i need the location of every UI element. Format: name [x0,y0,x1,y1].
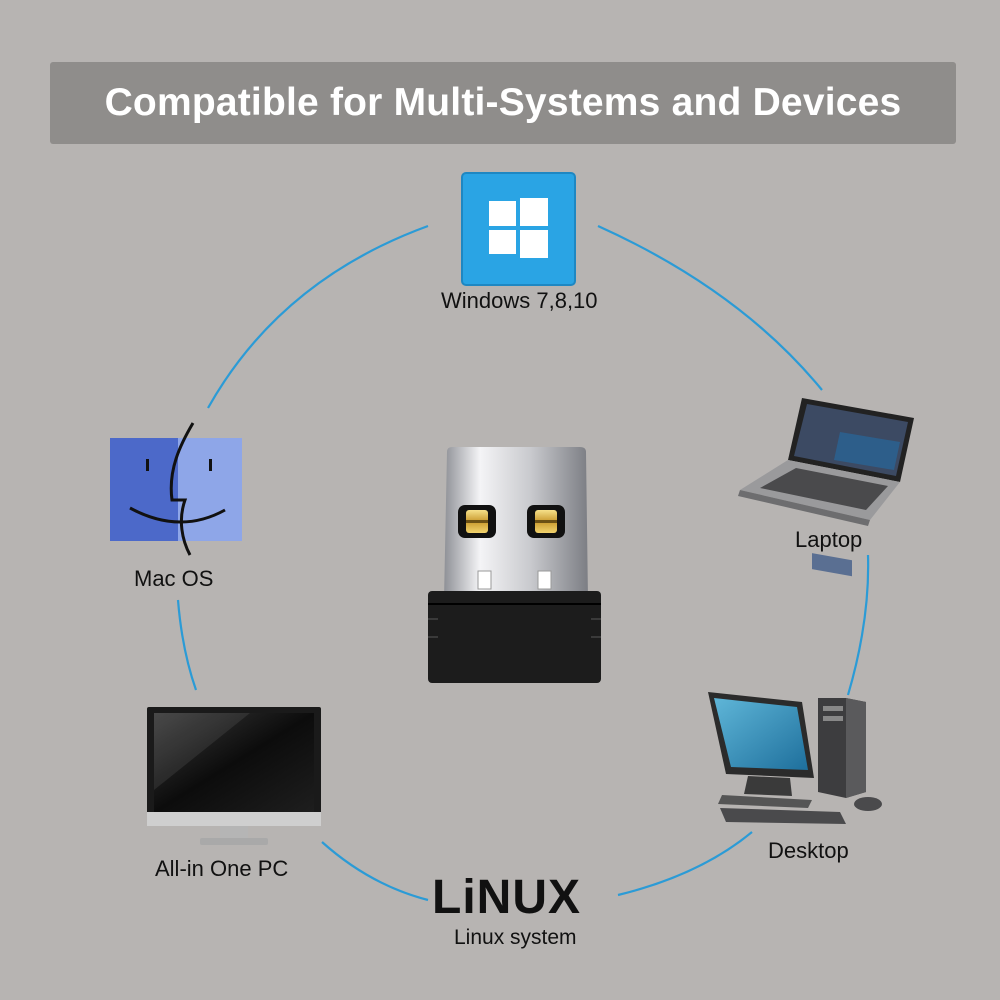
banner-title: Compatible for Multi-Systems and Devices [104,81,902,124]
linux-logo: LiNUX [432,871,581,924]
linux-label: Linux system [454,926,577,949]
allinone-label: All-in One PC [155,856,289,881]
windows-label: Windows 7,8,10 [441,288,598,313]
laptop-label: Laptop [795,527,863,552]
mac-finder-icon [110,422,242,556]
desktop-label: Desktop [768,838,849,863]
desktop-computer-icon [708,692,882,824]
mac-label: Mac OS [134,566,214,591]
laptop-icon [738,398,914,577]
usb-adapter-icon [428,447,601,683]
connection-circle [176,224,870,902]
title-banner: Compatible for Multi-Systems and Devices [50,62,956,144]
monitor-icon [147,707,321,845]
windows-logo-icon [461,172,576,286]
